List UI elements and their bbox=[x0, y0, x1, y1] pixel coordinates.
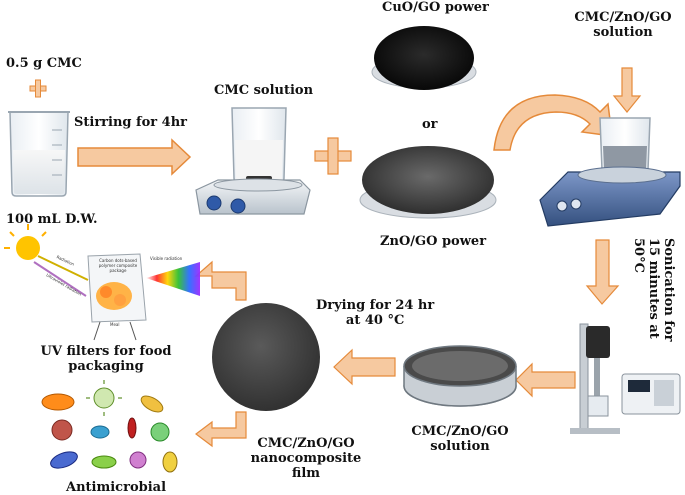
arrow-down-sonication bbox=[585, 239, 620, 305]
drying-line1: Drying for 24 hr bbox=[316, 298, 435, 313]
antimicrobial-label: Antimicrobial bbox=[66, 480, 167, 495]
nanocomposite-film bbox=[212, 303, 320, 411]
microbes-illustration bbox=[41, 380, 178, 473]
cmc-solution-label: CMC solution bbox=[214, 83, 314, 98]
solution-bottom-line2: solution bbox=[430, 439, 490, 454]
water-label: 100 mL D.W. bbox=[6, 212, 98, 227]
sonicator-icon bbox=[570, 323, 681, 434]
sonication-line2: 15 minutes at bbox=[646, 238, 661, 339]
uv-filter-illustration bbox=[4, 224, 200, 341]
visible-text: Visible radiation bbox=[150, 256, 183, 261]
zno-go-label: ZnO/GO power bbox=[380, 234, 487, 249]
cmc-zno-go-solution-top-label: CMC/ZnO/GO solution bbox=[570, 10, 676, 40]
cuo-go-powder-dish bbox=[371, 26, 477, 90]
package-text: Carbon dots-based polymer composite pack… bbox=[92, 258, 144, 273]
sonication-line3: 50°C bbox=[631, 238, 646, 273]
curved-arrow bbox=[493, 94, 613, 151]
arrow-film-to-uv bbox=[194, 260, 247, 301]
hotplate-stirrer-icon bbox=[539, 117, 681, 227]
stirring-label: Stirring for 4hr bbox=[74, 115, 188, 130]
sonication-line1: Sonication for bbox=[661, 238, 676, 342]
drying-line2: at 40 °C bbox=[345, 313, 405, 328]
film-label: CMC/ZnO/GO nanocomposite film bbox=[248, 436, 364, 481]
arrow-film-to-antimicrobial bbox=[195, 411, 247, 448]
solution-top-line2: solution bbox=[593, 25, 653, 40]
zno-go-powder-dish bbox=[359, 146, 497, 219]
film-line3: film bbox=[291, 466, 321, 481]
or-label: or bbox=[422, 117, 438, 132]
cmc-amount-label: 0.5 g CMC bbox=[6, 56, 82, 71]
package-line2: polymer composite bbox=[98, 263, 138, 268]
sonication-label: Sonication for 15 minutes at 50°C bbox=[631, 238, 676, 342]
magnetic-stirrer-icon bbox=[195, 107, 311, 215]
water-beaker-icon bbox=[8, 111, 70, 197]
package-line1: Carbon dots-based bbox=[99, 258, 137, 263]
drying-label: Drying for 24 hr at 40 °C bbox=[316, 298, 434, 328]
arrow-down-to-hotplate bbox=[612, 67, 642, 113]
meal-text: Meal bbox=[110, 322, 120, 327]
arrow-left-to-film bbox=[333, 348, 396, 386]
uv-line1: UV filters for food bbox=[40, 344, 172, 359]
cuo-go-label: CuO/GO power bbox=[382, 0, 489, 15]
film-line2: nanocomposite bbox=[250, 451, 362, 466]
uv-line2: packaging bbox=[68, 359, 144, 374]
package-line3: package bbox=[109, 268, 127, 273]
plus-icon-small bbox=[29, 79, 47, 98]
solution-bottom-line1: CMC/ZnO/GO bbox=[411, 424, 509, 439]
arrow-left-to-dish bbox=[515, 362, 576, 398]
film-line1: CMC/ZnO/GO bbox=[257, 436, 355, 451]
arrow-to-stirrer bbox=[77, 138, 192, 176]
uv-filters-label: UV filters for food packaging bbox=[26, 344, 186, 374]
petri-dish-solution-icon bbox=[403, 345, 517, 407]
cmc-zno-go-solution-bottom-label: CMC/ZnO/GO solution bbox=[404, 424, 516, 454]
solution-top-line1: CMC/ZnO/GO bbox=[574, 10, 672, 25]
plus-icon-large bbox=[314, 137, 352, 175]
